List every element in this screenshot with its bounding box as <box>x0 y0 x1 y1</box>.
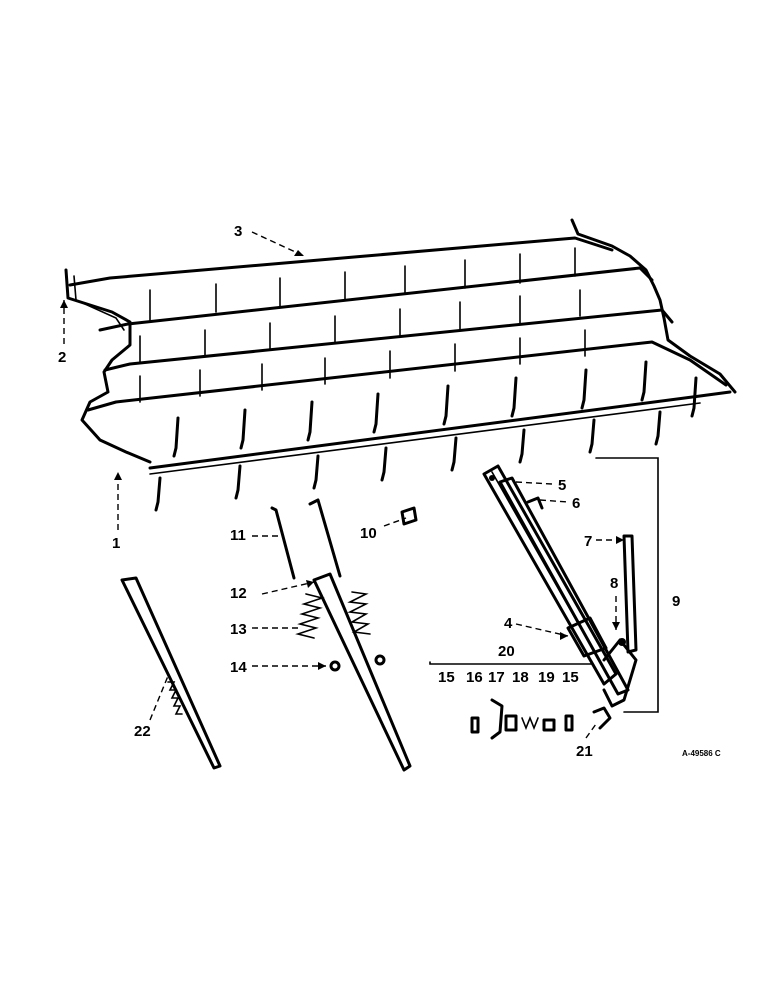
callout-15-left: 15 <box>438 669 455 686</box>
callout-7: 7 <box>584 533 592 550</box>
callout-18: 18 <box>512 669 529 686</box>
callout-8: 8 <box>610 575 618 592</box>
callout-labels: 1 2 3 4 5 6 7 8 9 10 11 12 13 14 15 16 1… <box>58 223 721 760</box>
callout-5: 5 <box>558 477 566 494</box>
callout-1: 1 <box>112 535 120 552</box>
callout-21: 21 <box>576 743 593 760</box>
callout-3: 3 <box>234 223 242 240</box>
callout-6: 6 <box>572 495 580 512</box>
callout-15-right: 15 <box>562 669 579 686</box>
callout-17: 17 <box>488 669 505 686</box>
callout-4: 4 <box>504 615 513 632</box>
callout-11: 11 <box>230 527 246 544</box>
callout-13: 13 <box>230 621 247 638</box>
callout-16: 16 <box>466 669 483 686</box>
callout-2: 2 <box>58 349 66 366</box>
rake-frame <box>64 218 737 512</box>
frame-slats <box>139 247 586 403</box>
adjuster-assembly <box>482 457 659 713</box>
callout-9: 9 <box>672 593 680 610</box>
callout-22: 22 <box>134 723 151 740</box>
callout-10: 10 <box>360 525 377 542</box>
loose-parts <box>120 498 612 772</box>
callout-19: 19 <box>538 669 555 686</box>
drawing-reference-number: A-49586 C <box>682 749 721 758</box>
leader-lines <box>60 231 624 739</box>
callout-14: 14 <box>230 659 247 676</box>
rake-tines <box>154 360 698 512</box>
callout-12: 12 <box>230 585 247 602</box>
callout-20: 20 <box>498 643 515 660</box>
